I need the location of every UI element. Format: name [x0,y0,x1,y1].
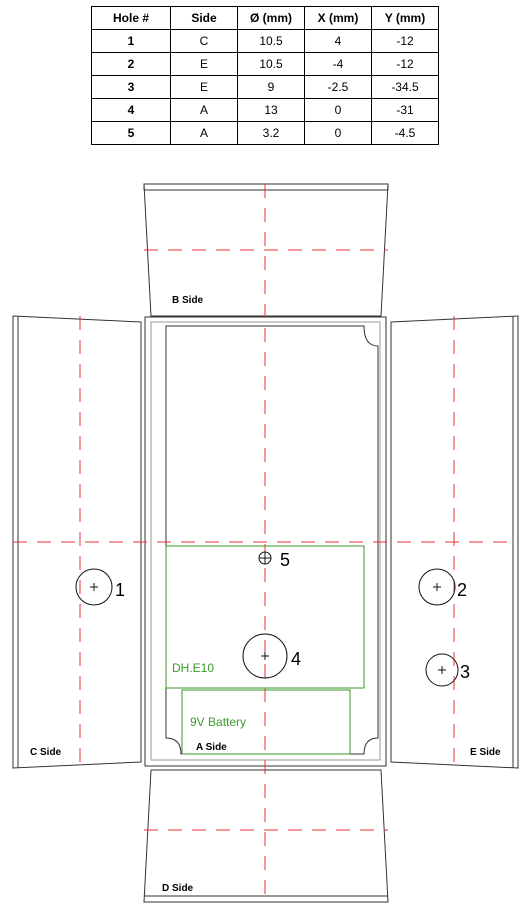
b-side-label: B Side [172,295,204,306]
battery-label: 9V Battery [190,715,246,729]
hole-2-label: 2 [457,580,467,600]
battery-outline: 9V Battery [181,689,351,755]
cell-diameter: 13 [237,98,305,122]
b-side-panel: B Side [143,183,389,317]
table-row: 1 C 10.5 4 -12 [91,29,439,53]
cell-diameter: 3.2 [237,121,305,145]
cell-diameter: 10.5 [237,52,305,76]
table-row: 5 A 3.2 0 -4.5 [91,121,439,145]
header-side: Side [170,6,238,30]
hole-5: 5 [258,550,290,570]
cell-y: -4.5 [371,121,439,145]
hole-4: 4 [242,633,301,679]
hole-4-label: 4 [291,649,301,669]
cell-x: -2.5 [304,75,372,99]
cell-y: -31 [371,98,439,122]
cell-x: 0 [304,121,372,145]
pcb-outline: DH.E10 [165,545,365,689]
a-side-label: A Side [196,742,227,753]
cell-hole-number: 2 [91,52,171,76]
cell-y: -12 [371,29,439,53]
c-side-label: C Side [30,747,62,758]
hole-3: 3 [425,653,470,687]
header-hole-number: Hole # [91,6,171,30]
hole-table: Hole # Side Ø (mm) X (mm) Y (mm) 1 C 10.… [91,6,439,145]
table-row: 4 A 13 0 -31 [91,98,439,122]
hole-1: 1 [75,568,125,606]
hole-3-label: 3 [460,662,470,682]
d-side-label: D Side [162,883,194,894]
cell-hole-number: 5 [91,121,171,145]
cell-side: C [170,29,238,53]
hole-1-label: 1 [115,580,125,600]
header-x: X (mm) [304,6,372,30]
hole-2: 2 [418,568,467,606]
d-side-panel: D Side [143,769,389,903]
hole-5-label: 5 [280,550,290,570]
cell-diameter: 10.5 [237,29,305,53]
e-side-label: E Side [470,747,501,758]
pcb-label: DH.E10 [172,661,214,675]
hole-table-header-row: Hole # Side Ø (mm) X (mm) Y (mm) [91,6,439,30]
cell-side: A [170,121,238,145]
